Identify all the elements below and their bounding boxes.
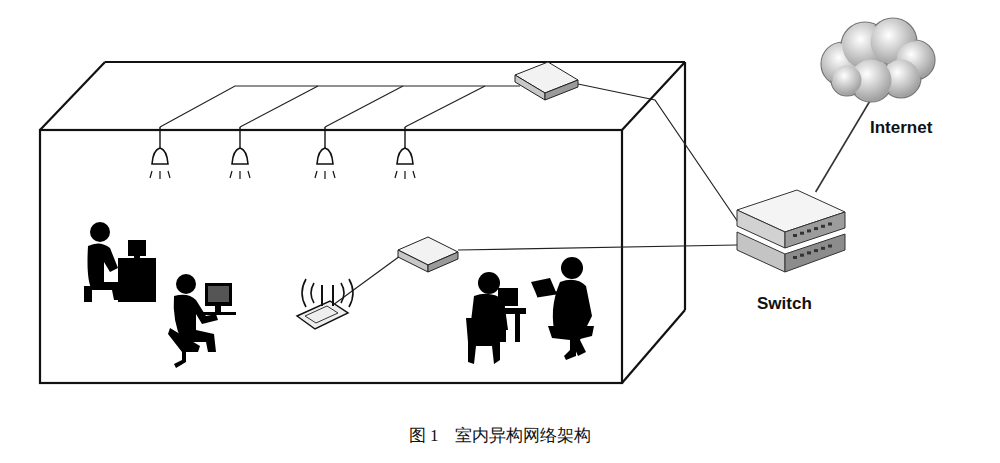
office-workers (84, 222, 594, 368)
room-outline (40, 62, 685, 383)
ceiling-wiring (160, 84, 738, 305)
internet-cloud: Internet (815, 14, 937, 104)
node-label: Switch (757, 294, 812, 314)
network-link (816, 101, 870, 192)
room-device (398, 237, 458, 272)
figure-caption: 图 1 室内异构网络架构 (0, 424, 1000, 447)
node-label: Internet (870, 118, 932, 138)
cloud-shape (815, 14, 937, 104)
ceiling-lamps (150, 127, 415, 179)
lamp (395, 127, 415, 179)
ceiling-device (515, 62, 578, 100)
wireless-ap (297, 279, 353, 329)
network-switch: Switch (735, 188, 847, 276)
lamp (315, 127, 335, 179)
lamp (150, 127, 170, 179)
lamp (230, 127, 250, 179)
switch-shape (735, 188, 847, 276)
